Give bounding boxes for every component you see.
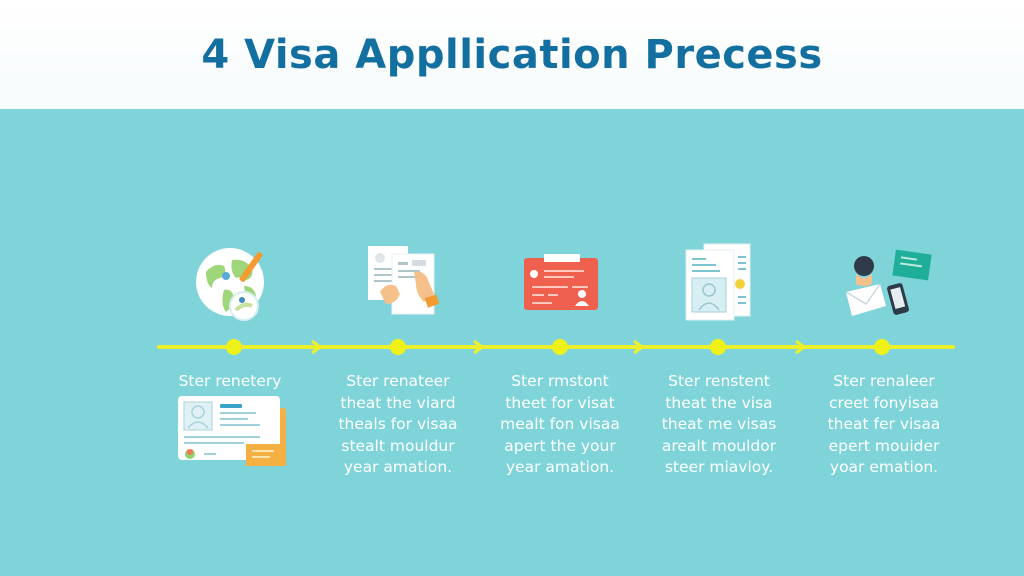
step-4-line-1: Ster renstent [668,372,770,390]
id-card-icon [178,396,286,466]
step-3-text: Ster rmstont theet for visat mealt fon v… [485,371,635,479]
header: 4 Visa Appllication Precess [0,0,1024,109]
step-5-text: Ster renaleer creet fonyisaa theat fer v… [809,371,959,479]
step-3-line-1: Ster rmstont [511,372,609,390]
step-1-line: Ster renetery [178,372,282,390]
person-envelope-phone-card-icon [845,249,932,316]
timeline-dot-3 [552,339,568,355]
documents-hands-icon [368,246,440,315]
step-2-line-2: theat the viard [340,393,456,412]
step-2-line-4: stealt mouldur [341,436,455,455]
timeline-dot-2 [390,339,406,355]
page-title: 4 Visa Appllication Precess [201,32,823,78]
step-1-text: Ster renetery [155,371,305,393]
step-3-line-4: apert the your [504,436,616,455]
step-2-text: Ster renateer theat the viard theals for… [323,371,473,479]
step-5-line-2: creet fonyisaa [829,393,939,412]
step-2-line-1: Ster renateer [346,372,450,390]
step-3-line-3: mealt fon visaa [500,415,620,433]
timeline-dot-4 [710,339,726,355]
step-5-line-1: Ster renaleer [833,372,935,390]
arrow-right-icon [473,339,484,355]
step-3-line-2: theet for visat [505,393,615,412]
step-4-line-3: theat me visas [661,415,777,433]
step-4-line-2: theat the visa [665,393,773,412]
arrow-right-icon [633,339,644,355]
step-2-line-3: theals for visaa [338,415,458,433]
step-4-text: Ster renstent theat the visa theat me vi… [644,371,794,479]
step-5-line-4: epert mouider [828,436,940,455]
step-4-line-5: steer miavloy. [664,458,774,476]
arrow-right-icon [795,339,806,355]
step-5-line-5: yoar emation. [829,458,939,476]
timeline-dot-1 [226,339,242,355]
step-2-line-5: year amation. [343,458,453,476]
globe-pencil-icon [196,248,264,321]
red-id-card-icon [524,254,598,310]
timeline-dot-5 [874,339,890,355]
process-area [0,109,1024,576]
passport-document-icon [685,243,751,321]
step-5-line-3: theat fer visaa [827,415,941,433]
step-4-line-4: arealt mouldor [661,436,777,455]
arrow-right-icon [311,339,322,355]
step-3-line-5: year amation. [505,458,615,476]
